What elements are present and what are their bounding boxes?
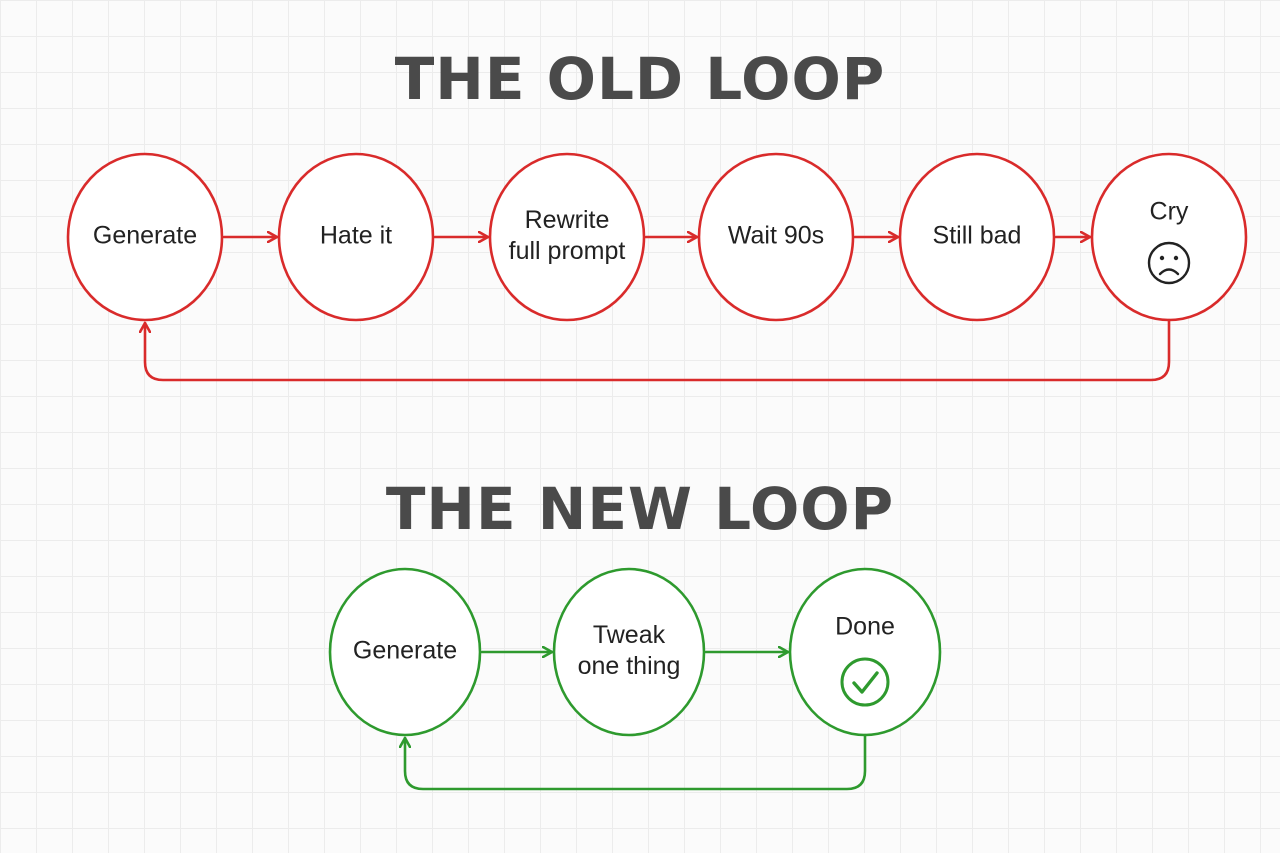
old-loop-node-generate	[66, 152, 224, 322]
old-loop-title: THE OLD LOOP	[394, 45, 886, 113]
new-loop-node-generate	[328, 567, 482, 737]
node-label: full prompt	[509, 237, 626, 265]
node-label: Hate it	[320, 222, 392, 250]
loop-back-arrow	[405, 733, 867, 791]
node-label: Done	[835, 613, 895, 641]
node-label: Tweak	[593, 621, 666, 649]
old-loop-node-still-bad	[898, 152, 1056, 322]
node-label: Wait 90s	[728, 222, 824, 250]
node-label: Still bad	[933, 222, 1022, 250]
old-loop-node-wait-90s	[697, 152, 855, 322]
node-label: Cry	[1150, 198, 1189, 226]
old-loop-node-hate-it	[277, 152, 435, 322]
old-loop-diagram: Generate Hate it Rewrite full prompt Wait 90…	[66, 152, 1248, 382]
node-label: Rewrite	[525, 206, 610, 234]
sad-face-icon	[1147, 241, 1191, 285]
new-loop-diagram: Generate Tweak one thing Done	[328, 567, 942, 791]
old-loop-node-rewrite-full-prompt	[488, 152, 646, 322]
new-loop-node-tweak-one-thing	[552, 567, 706, 737]
loop-back-arrow	[145, 318, 1171, 382]
new-loop-node-done	[788, 567, 942, 737]
old-loop-node-cry	[1090, 152, 1248, 322]
node-label: Generate	[93, 222, 197, 250]
checkmark-circle-icon	[840, 657, 890, 707]
new-loop-title: THE NEW LOOP	[385, 475, 895, 543]
node-label: one thing	[578, 652, 681, 680]
node-label: Generate	[353, 637, 457, 665]
